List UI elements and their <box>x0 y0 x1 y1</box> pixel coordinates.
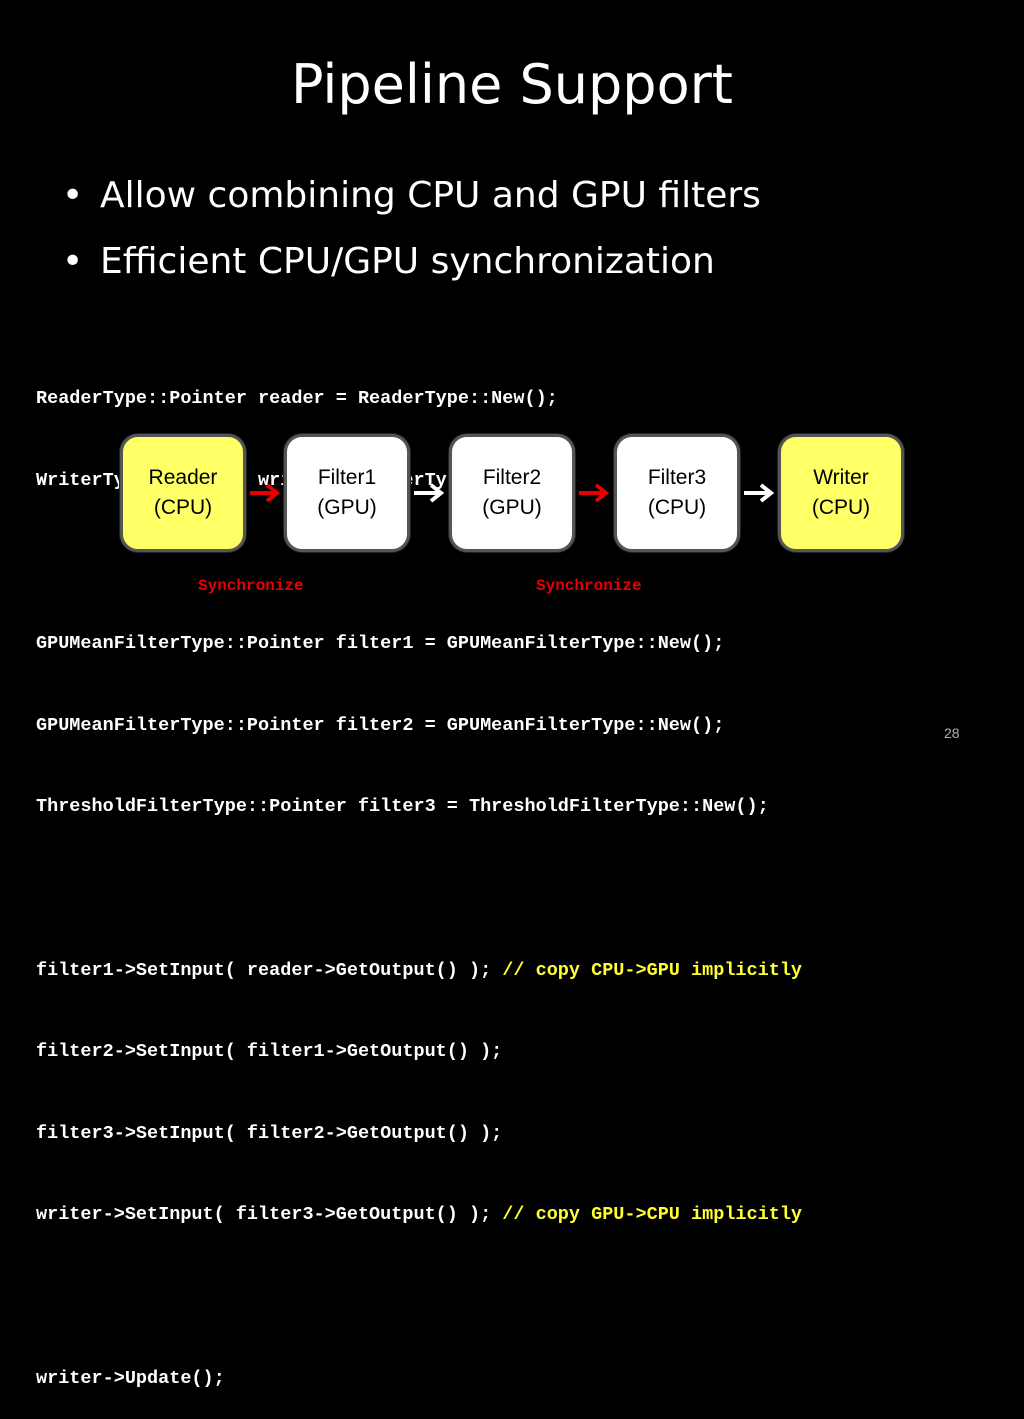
code-line <box>36 549 802 576</box>
code-text: filter3->SetInput( filter2->GetOutput() … <box>36 1122 503 1144</box>
stage-device: (CPU) <box>153 496 213 519</box>
arrow-right-icon <box>250 483 281 503</box>
stage-name: Filter1 <box>317 466 377 489</box>
synchronize-label: Synchronize <box>198 577 304 595</box>
code-text: filter2->SetInput( filter1->GetOutput() … <box>36 1041 503 1063</box>
stage-device: (CPU) <box>811 496 871 519</box>
page-number: 28 <box>944 725 960 741</box>
pipeline-stage-filter1: Filter1 (GPU) <box>284 434 410 552</box>
stage-name: Filter3 <box>647 466 707 489</box>
slide-title: Pipeline Support <box>291 53 733 116</box>
synchronize-label: Synchronize <box>536 577 642 595</box>
pipeline-stage-filter3: Filter3 (CPU) <box>614 434 740 552</box>
stage-device: (CPU) <box>647 496 707 519</box>
arrow-right-icon <box>414 483 445 503</box>
code-line: filter2->SetInput( filter1->GetOutput() … <box>36 1038 802 1065</box>
stage-name: Reader <box>148 466 218 489</box>
code-text: ReaderType::Pointer reader = ReaderType:… <box>36 388 558 410</box>
code-line: GPUMeanFilterType::Pointer filter1 = GPU… <box>36 630 802 657</box>
code-text: ThresholdFilterType::Pointer filter3 = T… <box>36 796 769 818</box>
code-line: filter3->SetInput( filter2->GetOutput() … <box>36 1120 802 1147</box>
arrow-right-icon <box>579 483 610 503</box>
code-text: writer->SetInput( filter3->GetOutput() )… <box>36 1204 503 1226</box>
code-text: GPUMeanFilterType::Pointer filter1 = GPU… <box>36 633 725 655</box>
pipeline-stage-writer: Writer (CPU) <box>778 434 904 552</box>
arrow-right-icon <box>744 483 775 503</box>
pipeline-stage-filter2: Filter2 (GPU) <box>449 434 575 552</box>
bullet-dot: • <box>62 175 84 216</box>
bullet-item: • Efficient CPU/GPU synchronization <box>62 229 761 295</box>
pipeline-stage-reader: Reader (CPU) <box>120 434 246 552</box>
stage-device: (GPU) <box>317 496 377 519</box>
bullet-text: Efficient CPU/GPU synchronization <box>100 241 715 282</box>
stage-name: Filter2 <box>482 466 542 489</box>
code-line: filter1->SetInput( reader->GetOutput() )… <box>36 957 802 984</box>
code-line: ReaderType::Pointer reader = ReaderType:… <box>36 385 802 412</box>
code-text: filter1->SetInput( reader->GetOutput() )… <box>36 959 503 981</box>
bullet-list: • Allow combining CPU and GPU filters • … <box>62 163 761 295</box>
stage-name: Writer <box>813 466 869 489</box>
code-line: GPUMeanFilterType::Pointer filter2 = GPU… <box>36 712 802 739</box>
stage-device: (GPU) <box>482 496 542 519</box>
code-line: writer->SetInput( filter3->GetOutput() )… <box>36 1201 802 1228</box>
bullet-item: • Allow combining CPU and GPU filters <box>62 163 761 229</box>
code-line: ThresholdFilterType::Pointer filter3 = T… <box>36 793 802 820</box>
code-text: GPUMeanFilterType::Pointer filter2 = GPU… <box>36 714 725 736</box>
code-comment: // copy CPU->GPU implicitly <box>502 959 803 981</box>
code-line <box>36 875 802 902</box>
code-text: writer->Update(); <box>36 1367 225 1389</box>
bullet-dot: • <box>62 241 84 282</box>
bullet-text: Allow combining CPU and GPU filters <box>100 175 761 216</box>
code-line <box>36 1283 802 1310</box>
code-line: writer->Update(); <box>36 1365 802 1392</box>
code-comment: // copy GPU->CPU implicitly <box>502 1204 803 1226</box>
